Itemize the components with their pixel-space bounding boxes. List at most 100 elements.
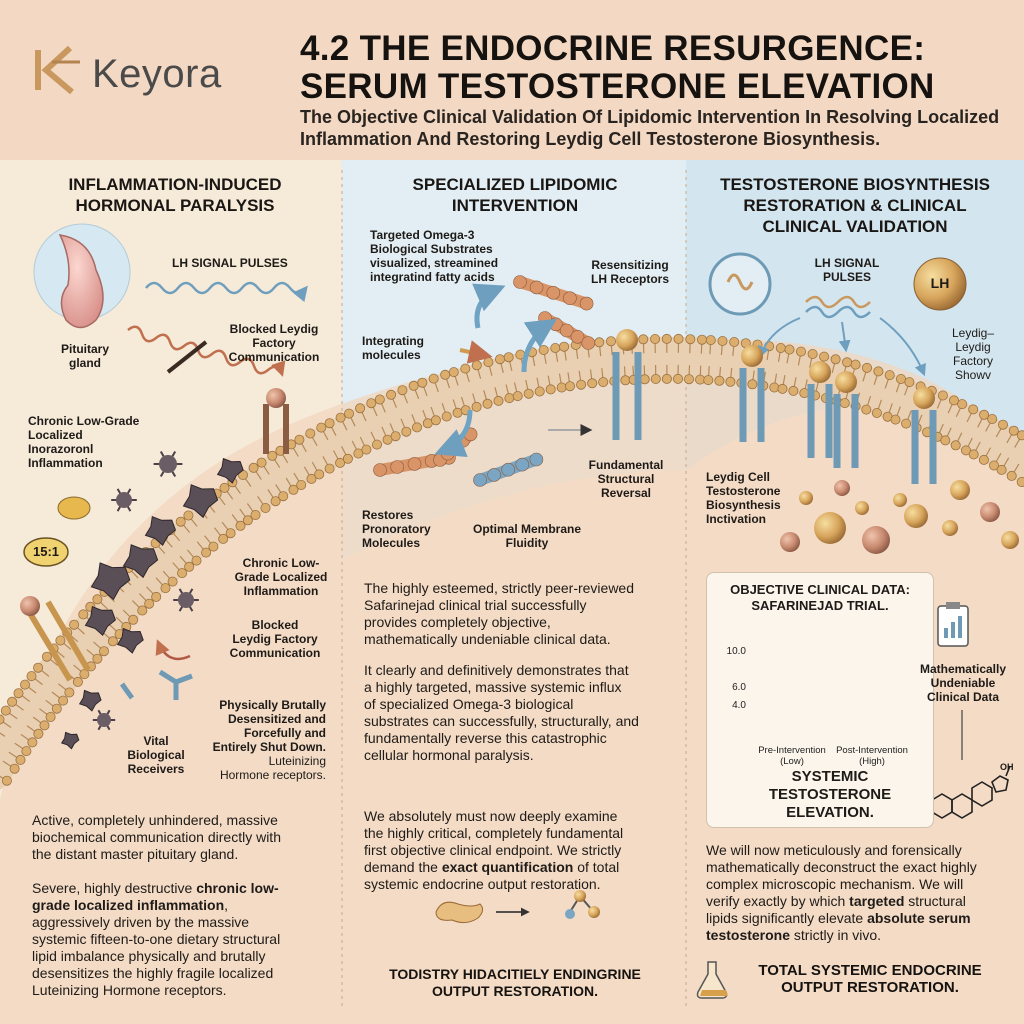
blocked-mid-line-1: Blocked <box>251 618 299 632</box>
lipid-head <box>695 374 706 385</box>
lipid-tail <box>350 416 356 427</box>
shutdown-label: Physically Brutally Desensitized and For… <box>192 698 326 782</box>
lipid-tail <box>257 496 264 506</box>
mid-p1-line-4: mathematically undeniable clinical data. <box>364 631 611 647</box>
keyora-logo-mark <box>35 45 80 95</box>
fatty-acid-bead <box>513 275 527 289</box>
lipid-tail <box>285 477 292 487</box>
lipid-head <box>650 333 661 344</box>
lipid-head <box>968 404 979 415</box>
lipid-tail <box>267 489 274 499</box>
lipid-tail <box>300 442 307 453</box>
lipid-head <box>242 515 253 526</box>
left-paragraph-1: Active, completely unhindered, massive b… <box>32 812 342 863</box>
right-foot-line-2: OUTPUT RESTORATION. <box>781 979 959 996</box>
lipid-head <box>335 457 346 468</box>
lipid-head <box>0 705 11 716</box>
left-p2-bold-c: grade localized inflammation <box>32 897 225 913</box>
lipid-tail <box>547 375 551 386</box>
lipid-tail <box>955 407 962 418</box>
lipid-tail <box>967 437 973 448</box>
left-p2-bold-b: chronic low- <box>196 880 279 896</box>
lipid-head <box>294 434 305 445</box>
ratio-label: 15:1 <box>32 544 60 559</box>
lipid-head <box>471 401 482 412</box>
lipid-head <box>361 444 372 455</box>
lipid-head <box>979 409 990 420</box>
lipid-tail <box>472 393 477 404</box>
lipid-head <box>556 382 567 393</box>
lipid-tail <box>40 669 50 677</box>
inflammation-cluster <box>60 451 244 750</box>
card-title-line-1: OBJECTIVE CLINICAL DATA: <box>730 582 910 597</box>
resens-line-1: Resensitizing <box>591 258 669 272</box>
lipid-head <box>430 415 441 426</box>
blocked-mid-line-3: Communication <box>229 646 321 660</box>
right-foot-line-1: TOTAL SYSTEMIC ENDOCRINE <box>758 962 982 979</box>
testosterone-molecule <box>893 493 907 507</box>
lipid-tail <box>558 373 562 384</box>
lipid-head <box>550 342 561 353</box>
lipid-tail <box>56 650 65 658</box>
resensitized-receptor <box>612 329 642 440</box>
lipid-tail <box>730 367 733 378</box>
omega3-capsule-icon <box>435 901 484 924</box>
fatty-acid-bead <box>473 473 487 487</box>
lipid-tail <box>99 601 108 610</box>
right-p-line-3: complex microscopic mechanism. We will <box>706 876 964 892</box>
chronic-mid-line-3: Inflammation <box>243 584 319 598</box>
lipid-tail <box>204 535 212 544</box>
lipid-head <box>160 583 171 594</box>
lipid-head <box>769 382 780 393</box>
lipid-tail <box>578 370 582 381</box>
lipid-tail <box>138 593 147 602</box>
lipid-head <box>871 407 882 418</box>
left-p2-line-3: aggressively driven by the massive <box>32 914 250 930</box>
lipid-tail <box>904 385 909 396</box>
mid-p3-text-c: of total <box>573 859 620 875</box>
leydig-line-1: Leydig– <box>951 326 995 340</box>
testosterone-molecule <box>855 501 869 515</box>
lipid-tail <box>589 369 593 380</box>
fundamental-reversal-label: Fundamental Structural Reversal <box>576 458 676 500</box>
lipid-head <box>21 746 32 757</box>
lipid-head <box>1016 430 1024 441</box>
molecule-icon <box>565 890 600 919</box>
lipid-head <box>796 346 807 357</box>
lipid-head <box>417 377 428 388</box>
lipid-head <box>428 373 439 384</box>
lipid-head <box>957 399 968 410</box>
systemic-elevation-label: SYSTEMIC TESTOSTERONE ELEVATION. <box>760 768 900 822</box>
pulse-arrow-right <box>879 317 926 377</box>
lipid-head <box>1016 477 1024 487</box>
vital-line-2: Biological <box>127 748 185 762</box>
lipid-tail <box>907 410 912 421</box>
lipid-head <box>460 363 471 374</box>
chronic-left-label: Chronic Low-Grade Localized Inorazoronl … <box>28 414 178 470</box>
lipid-tail <box>445 378 451 389</box>
lipid-head <box>26 671 37 682</box>
card-title-line-2: SAFARINEJAD TRIAL. <box>751 598 889 613</box>
lipid-head <box>775 342 786 353</box>
lipid-tail <box>359 436 366 447</box>
mid-p1-line-1: The highly esteemed, strictly peer-revie… <box>364 580 635 596</box>
cell-line-3: Biosynthesis <box>706 498 781 512</box>
page-title: 4.2 THE ENDOCRINE RESURGENCE: SERUM TEST… <box>300 30 1020 106</box>
math-line-2: Undeniable <box>930 676 996 690</box>
blocked-mid-label: Blocked Leydig Factory Communication <box>214 618 336 660</box>
lipid-tail <box>106 594 115 603</box>
lipid-head <box>684 374 695 385</box>
lipid-tail <box>165 539 173 548</box>
lipid-tail <box>34 678 43 686</box>
lipid-tail <box>389 423 395 433</box>
mid-p1-line-3: provides completely objective, <box>364 614 551 630</box>
lipid-head <box>306 473 317 484</box>
right-p-text-c: structural <box>904 893 966 909</box>
lipid-head <box>267 450 278 461</box>
shutdown-line-5: Luteinizing <box>268 754 326 768</box>
lipid-tail <box>8 712 18 720</box>
right-lh-signal-label: LH SIGNAL PULSES <box>804 256 890 284</box>
left-p2-text-d: , <box>224 897 229 913</box>
lipid-tail <box>917 414 923 425</box>
right-p-text-a: verify exactly by which <box>706 893 850 909</box>
